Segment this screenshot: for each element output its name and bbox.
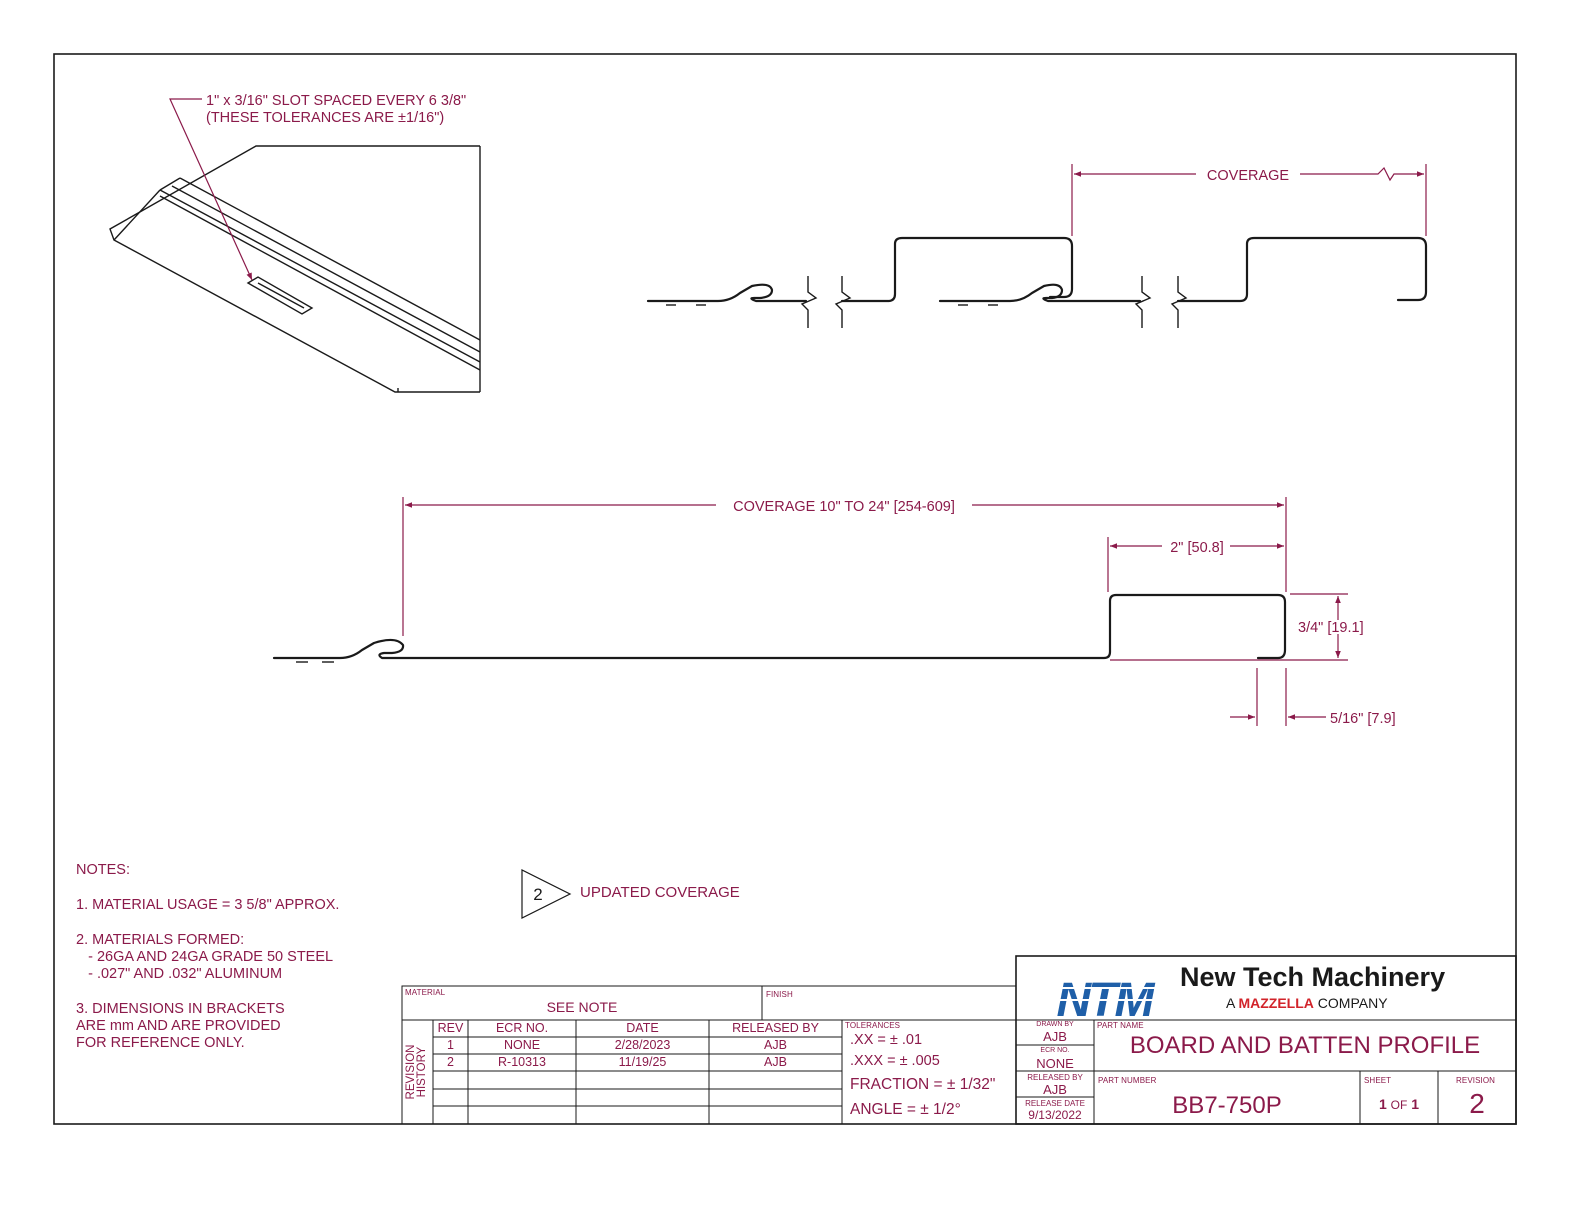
sheet-of: OF xyxy=(1390,1098,1408,1112)
company-tagline: A MAZZELLA COMPANY xyxy=(1226,995,1388,1011)
rev-row2-rev: 2 xyxy=(447,1055,454,1069)
ecr-value: NONE xyxy=(1036,1056,1074,1071)
rev-header-date: DATE xyxy=(626,1021,659,1035)
rev-header-rev: REV xyxy=(437,1021,464,1035)
rev-row1-date: 2/28/2023 xyxy=(614,1038,671,1052)
main-profile-view xyxy=(272,593,1287,663)
released-by-value: AJB xyxy=(1043,1082,1067,1097)
rev-header-released-by: RELEASED BY xyxy=(732,1021,819,1035)
material-value: SEE NOTE xyxy=(546,999,618,1015)
isometric-slot-detail xyxy=(109,145,481,393)
part-number-label: PART NUMBER xyxy=(1098,1076,1157,1085)
coverage-top-label: COVERAGE xyxy=(1207,168,1290,184)
tolerance-fraction: FRACTION = ± 1/32" xyxy=(850,1076,996,1093)
slot-leader-line xyxy=(169,98,253,281)
coverage-top-arrow-right xyxy=(1300,166,1424,182)
finish-label: FINISH xyxy=(766,990,793,999)
slot-callout-line1: 1" x 3/16" SLOT SPACED EVERY 6 3/8" xyxy=(206,93,466,109)
title-block-grid xyxy=(401,955,1517,1125)
coverage-main-label: COVERAGE 10" TO 24" [254-609] xyxy=(733,499,955,515)
released-by-label: RELEASED BY xyxy=(1027,1073,1083,1082)
company-tagline-b: COMPANY xyxy=(1317,995,1388,1011)
sheet-label: SHEET xyxy=(1364,1076,1392,1085)
revision-value: 2 xyxy=(1469,1088,1485,1119)
sheet-total: 1 xyxy=(1411,1096,1420,1112)
note-3-line1: 3. DIMENSIONS IN BRACKETS xyxy=(76,1001,285,1017)
notes-title: NOTES: xyxy=(76,862,130,878)
note-2-heading: 2. MATERIALS FORMED: xyxy=(76,932,245,948)
revision-triangle xyxy=(521,869,572,919)
company-tagline-brand: MAZZELLA xyxy=(1238,995,1314,1011)
revision-history-label: REVISION HISTORY xyxy=(405,1044,428,1100)
company-name: New Tech Machinery xyxy=(1180,962,1446,992)
note-1: 1. MATERIAL USAGE = 3 5/8" APPROX. xyxy=(76,897,340,913)
material-label: MATERIAL xyxy=(405,988,446,997)
width-label: 2" [50.8] xyxy=(1170,540,1224,556)
note-3-line3: FOR REFERENCE ONLY. xyxy=(76,1035,245,1051)
assembly-profile-view xyxy=(646,236,1428,328)
release-date-label: RELEASE DATE xyxy=(1025,1099,1085,1108)
ecr-label: ECR NO. xyxy=(1040,1047,1070,1054)
revision-label: REVISION xyxy=(1456,1076,1496,1085)
company-tagline-a: A xyxy=(1226,995,1235,1011)
slot-callout-line2: (THESE TOLERANCES ARE ±1/16") xyxy=(206,110,444,126)
rev-row2-ecr: R-10313 xyxy=(498,1055,546,1069)
rev-row2-date: 11/19/25 xyxy=(618,1055,667,1069)
tolerance-angle: ANGLE = ± 1/2° xyxy=(850,1101,961,1118)
sheet-value: 1 OF 1 xyxy=(1360,1096,1438,1112)
part-name-value: BOARD AND BATTEN PROFILE xyxy=(1129,1032,1481,1059)
release-date-value: 9/13/2022 xyxy=(1028,1108,1082,1122)
tolerances-label: TOLERANCES xyxy=(845,1021,901,1030)
hem-label: 5/16" [7.9] xyxy=(1330,711,1396,727)
note-3-line2: ARE mm AND ARE PROVIDED xyxy=(76,1018,281,1034)
drawn-by-label: DRAWN BY xyxy=(1036,1021,1074,1028)
tolerance-xx: .XX = ± .01 xyxy=(850,1032,923,1048)
rev-row1-rev: 1 xyxy=(447,1038,454,1052)
revision-callout-text: UPDATED COVERAGE xyxy=(580,884,740,901)
note-2-steel: - 26GA AND 24GA GRADE 50 STEEL xyxy=(76,949,334,965)
height-label: 3/4" [19.1] xyxy=(1298,620,1364,636)
general-notes: NOTES: 1. MATERIAL USAGE = 3 5/8" APPROX… xyxy=(76,862,396,1052)
rev-row1-released-by: AJB xyxy=(764,1038,787,1052)
ntm-logo: NTM xyxy=(1050,974,1168,1027)
part-name-label: PART NAME xyxy=(1097,1021,1144,1030)
rev-row1-ecr: NONE xyxy=(503,1038,541,1052)
revision-triangle-number: 2 xyxy=(533,885,542,904)
rev-header-ecr: ECR NO. xyxy=(495,1021,549,1035)
sheet-number: 1 xyxy=(1378,1096,1387,1112)
drawn-by-value: AJB xyxy=(1043,1029,1067,1044)
note-2-aluminum: - .027" AND .032" ALUMINUM xyxy=(76,966,283,982)
rev-row2-released-by: AJB xyxy=(764,1055,787,1069)
tolerance-xxx: .XXX = ± .005 xyxy=(850,1053,940,1069)
part-number-value: BB7-750P xyxy=(1172,1092,1282,1119)
